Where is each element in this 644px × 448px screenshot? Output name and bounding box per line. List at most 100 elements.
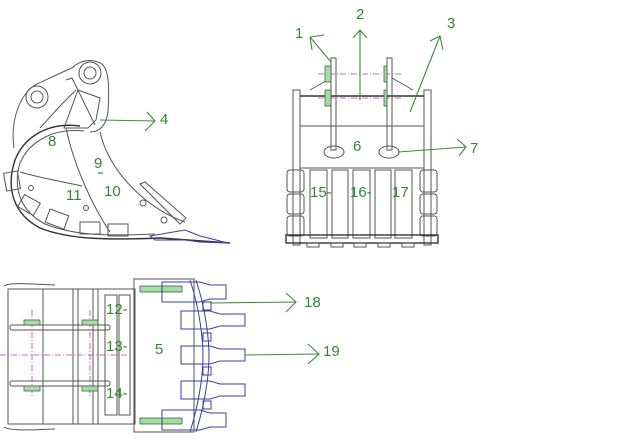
pin (23, 385, 41, 392)
front-side-blocks (286, 169, 438, 237)
label-15: 15- (310, 184, 332, 201)
hole (83, 205, 89, 211)
pivot-boss-front (83, 66, 97, 80)
front-strips (309, 169, 413, 239)
label-8: 8 (48, 133, 56, 150)
frame-edges (3, 283, 56, 431)
tooth-stub (330, 242, 344, 248)
label-13: 13- (106, 338, 128, 355)
wear-block (17, 193, 41, 217)
tooth-stub (306, 242, 320, 248)
wear-block (79, 221, 101, 235)
bolt (139, 199, 147, 207)
tooth-stub (353, 242, 367, 248)
arrow-3 (409, 35, 444, 113)
label-19: 19 (323, 343, 340, 360)
arrow-2 (352, 29, 368, 100)
lug-right (386, 57, 393, 151)
strip (374, 169, 392, 239)
hole (28, 185, 34, 191)
pin (23, 319, 41, 326)
side-block (286, 193, 305, 215)
tooth (180, 345, 246, 365)
wear-block (44, 208, 70, 230)
pin (324, 65, 332, 83)
strip (309, 169, 328, 239)
wear-block (2, 170, 22, 192)
label-7: 7 (470, 140, 478, 157)
label-16: 16- (350, 184, 372, 201)
lip-edge (189, 279, 204, 433)
pivot-boss-rear (30, 90, 44, 104)
label-3: 3 (447, 15, 455, 32)
top-box (133, 278, 195, 433)
side-post-left (292, 89, 301, 246)
lip-plate (139, 181, 187, 225)
side-plate-edge (19, 171, 83, 187)
label-10: 10 (104, 183, 121, 200)
top-frame (7, 288, 136, 425)
cutting-edge (285, 234, 439, 244)
strip (394, 169, 413, 239)
tooth (161, 281, 227, 303)
side-block (419, 215, 438, 237)
pivot-hole-front (78, 61, 102, 85)
side-block (419, 193, 438, 215)
label-18: 18 (304, 294, 321, 311)
back-plate (99, 131, 186, 223)
shell-inner (16, 130, 156, 236)
lug-left (330, 57, 337, 151)
pin (81, 319, 99, 326)
arrow-18 (209, 292, 297, 313)
side-view (2, 60, 231, 244)
tooth-spacer (202, 332, 212, 342)
tooth-stub (377, 242, 391, 248)
part-labels: 1 2 3 4 5 6 7 8 9 10 11 12- 13- 14- 15- … (48, 6, 478, 402)
wear-block (107, 223, 129, 237)
tooth (180, 380, 246, 400)
side-wear-blocks (2, 170, 129, 237)
tooth-spacer (202, 301, 212, 311)
front-view (285, 57, 439, 248)
top-teeth (161, 281, 246, 431)
ear-plate-outline (12, 60, 110, 149)
pin (81, 385, 99, 392)
pin (383, 89, 388, 107)
lug-foot-left (323, 145, 345, 159)
pivot-hole-rear (25, 85, 49, 109)
strip (331, 169, 349, 239)
side-tooth (148, 229, 229, 244)
label-12: 12- (106, 301, 128, 318)
side-rib (65, 127, 111, 233)
arrow-1 (309, 34, 332, 63)
tooth (180, 310, 246, 330)
tooth-spacer (202, 366, 212, 376)
label-4: 4 (160, 111, 168, 128)
side-pin-bottom (139, 417, 183, 425)
lug-bar-lower (9, 380, 111, 387)
shell-outer (10, 124, 231, 244)
tooth (161, 409, 227, 431)
side-block (286, 169, 305, 193)
label-9: 9 (94, 155, 102, 172)
arrow-4 (99, 111, 156, 132)
leader-arrows (99, 29, 467, 365)
pin (324, 89, 332, 107)
label-2: 2 (356, 6, 364, 23)
top-view (0, 278, 246, 433)
lug-foot-right (378, 145, 400, 159)
side-block (286, 215, 305, 237)
lug-bar-upper (9, 324, 111, 331)
label-11: 11 (66, 187, 82, 204)
arrow-7 (397, 138, 467, 157)
pin (383, 65, 388, 83)
label-14: 14- (106, 385, 128, 402)
front-teeth-stubs (306, 242, 415, 248)
label-5: 5 (155, 341, 163, 358)
lug-plate (63, 77, 101, 129)
arrow-19 (244, 343, 320, 365)
brace (39, 89, 77, 129)
tooth-stub (401, 242, 415, 248)
